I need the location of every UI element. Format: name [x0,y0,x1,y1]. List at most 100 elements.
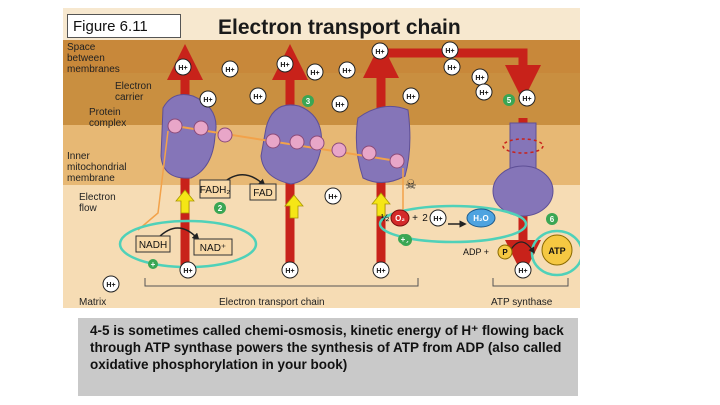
skull-icon: ☠ [405,178,417,193]
hplus-ion-16 [324,187,342,205]
hplus-ion-label-18: H+ [285,268,294,275]
electron-path-line [174,125,398,162]
electron-carrier-8 [361,145,377,161]
hplus-ion-label-17: H+ [183,268,192,275]
hplus-ion-19 [372,261,390,279]
step-badge-label-6: 6 [550,215,555,224]
nadplus-box-label: NAD⁺ [200,243,226,254]
diagram-title: Electron transport chain [218,16,461,39]
electron-carrier-1 [167,118,183,134]
hplus-ion-label-4: H+ [310,70,319,77]
hplus-ion-label-14: H+ [479,90,488,97]
step-badge-label-5: 5 [507,96,512,105]
hplus-ion-label-2: H+ [225,67,234,74]
hplus-ion-label-13: H+ [445,48,454,55]
hplus-ion-label-7: H+ [447,65,456,72]
oxygen-circle [390,209,410,227]
phosphate-label: P [502,248,508,257]
hplus-ion-20 [102,275,120,293]
nadh-to-nad-arrow [157,227,200,241]
yellow-arrows [175,189,391,219]
caption-text: 4-5 is sometimes called chemi-osmosis, k… [90,323,564,372]
fadh2-box-label: FADH₂ [200,185,231,196]
adp-label: ADP + [463,247,489,257]
figure-label: Figure 6.11 [67,14,181,38]
electron-flow-line [137,130,169,231]
fad-box [249,183,277,201]
diagram-graphics: ☠ H+H+H+H+H+H+H+H+H+H+H+H+H+H+H+H+H+H+H+… [102,41,580,293]
step-badge-label-3: 3 [306,97,311,106]
electron-carrier-7 [331,142,347,158]
hplus-ion-2 [221,60,239,78]
caption-box: 4-5 is sometimes called chemi-osmosis, k… [78,318,578,396]
hplus-reaction-ion [429,209,447,227]
oxygen-highlight [378,204,528,244]
hplus-ion-3 [276,55,294,73]
etc-label: Electron transport chain [219,297,325,308]
nadplus-box [193,238,233,256]
hplus-ion-label-9: H+ [203,97,212,104]
hplus-ion-label-20: H+ [106,282,115,289]
hplus-ion-18 [281,261,299,279]
atp-synthase-rotation [502,138,544,154]
protein-complexes [160,94,554,217]
fadh2-box [199,179,231,199]
plus-badge-2 [398,234,408,244]
hplus-ion-5 [338,61,356,79]
step-badge-label-2: 2 [218,204,223,213]
hplus-ion-11 [331,95,349,113]
hplus-reaction-label: H+ [433,216,442,223]
hplus-ion-17 [179,261,197,279]
atp-circle [541,234,573,266]
phosphate-circle [497,244,513,260]
hplus-ion-label-12: H+ [406,94,415,101]
water-label: H₂O [473,214,489,223]
plus-badge-label-2: + [401,235,406,244]
hplus-ion-4 [306,63,324,81]
hplus-ion-label-21: H+ [518,268,527,275]
protein-complex-1 [160,94,217,179]
hplus-ion-label-15: H+ [522,96,531,103]
electron-carrier-4 [265,133,281,149]
water-circle [466,208,496,228]
protein-complex-3 [355,105,411,183]
hplus-ion-9 [199,90,217,108]
two-label: 2 [422,213,428,224]
plus-label-1: + [412,213,418,224]
adp-to-atp-arrow [509,241,535,254]
hplus-ion-21 [514,261,532,279]
nadh-box [135,235,171,253]
etc-bracket [144,278,419,287]
electron-carrier-9 [389,153,405,169]
hplus-ion-label-3: H+ [280,62,289,69]
synthase-bracket [492,278,569,287]
fad-box-label: FAD [253,188,272,199]
atp-synthase-label: ATP synthase [491,297,553,308]
hplus-ion-6 [371,42,389,60]
hplus-ion-label-8: H+ [475,75,484,82]
yellow-arrow-1 [175,189,195,214]
hplus-ion-12 [402,87,420,105]
atp-synthase-head [492,165,554,217]
proton-pump-arrows [167,42,541,276]
figure-electron-transport-chain: ☠ H+H+H+H+H+H+H+H+H+H+H+H+H+H+H+H+H+H+H+… [63,8,580,308]
hplus-ion-14 [475,83,493,101]
plus-badge-1 [148,259,158,269]
electron-carrier-5 [289,134,305,150]
yellow-arrow-2 [284,194,304,219]
plus-badge-label-1: + [151,260,156,269]
hplus-ion-1 [174,58,192,76]
step-badge-2 [214,202,226,214]
electron-carrier-3 [217,127,233,143]
half-label: ½ [381,213,390,224]
nadh-box-label: NADH [139,240,167,251]
oxygen-label: O₂ [395,214,405,223]
hplus-ion-10 [249,87,267,105]
hplus-ion-15 [518,89,536,107]
hplus-ion-label-16: H+ [328,194,337,201]
